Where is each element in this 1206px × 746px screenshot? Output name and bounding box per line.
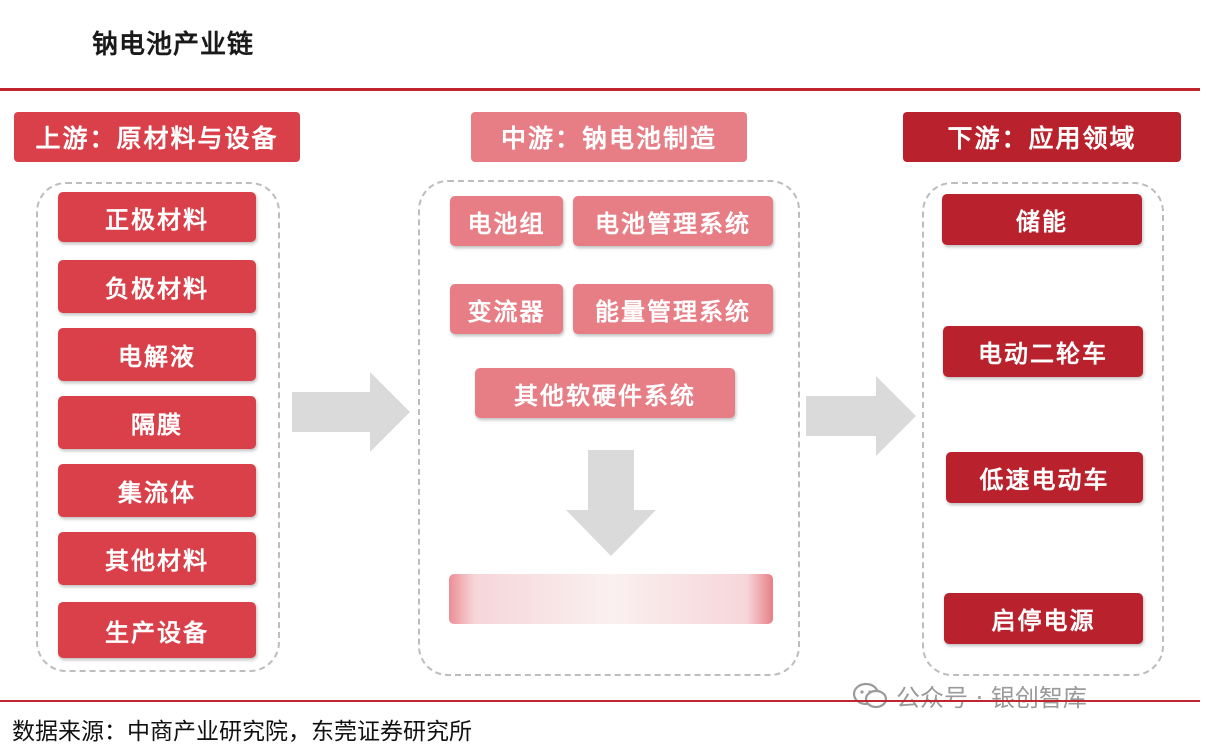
- midstream-header: 中游：钠电池制造: [471, 112, 747, 162]
- upstream-item: 集流体: [58, 464, 256, 517]
- top-divider: [0, 88, 1200, 91]
- arrow-down-icon: [566, 450, 656, 556]
- upstream-item: 负极材料: [58, 260, 256, 313]
- upstream-group: [36, 182, 280, 672]
- midstream-item: 电池管理系统: [573, 196, 773, 246]
- blurred-output-box: [449, 574, 773, 624]
- midstream-item: 变流器: [450, 284, 563, 334]
- downstream-header: 下游：应用领域: [903, 112, 1181, 162]
- downstream-item: 储能: [942, 194, 1142, 245]
- arrow-right-icon: [292, 372, 410, 452]
- upstream-item: 隔膜: [58, 396, 256, 449]
- midstream-item: 其他软硬件系统: [475, 368, 735, 418]
- midstream-group: [418, 180, 800, 676]
- bottom-divider: [0, 700, 1200, 702]
- watermark-text: 公众号 · 银创智库: [896, 684, 1087, 712]
- upstream-item: 生产设备: [58, 602, 256, 658]
- downstream-item: 电动二轮车: [943, 326, 1143, 377]
- watermark: 公众号 · 银创智库: [852, 678, 1087, 713]
- arrow-right-icon: [806, 376, 916, 456]
- page-title: 钠电池产业链: [92, 30, 255, 60]
- upstream-item: 正极材料: [58, 192, 256, 242]
- midstream-item: 电池组: [450, 196, 563, 246]
- upstream-item: 电解液: [58, 328, 256, 381]
- downstream-group: [922, 182, 1164, 676]
- source-note: 数据来源：中商产业研究院，东莞证券研究所: [12, 719, 472, 745]
- upstream-item: 其他材料: [58, 532, 256, 585]
- downstream-item: 启停电源: [944, 593, 1143, 644]
- wechat-icon: [852, 682, 888, 708]
- upstream-header: 上游：原材料与设备: [14, 112, 300, 162]
- downstream-item: 低速电动车: [946, 452, 1143, 503]
- midstream-item: 能量管理系统: [573, 284, 773, 334]
